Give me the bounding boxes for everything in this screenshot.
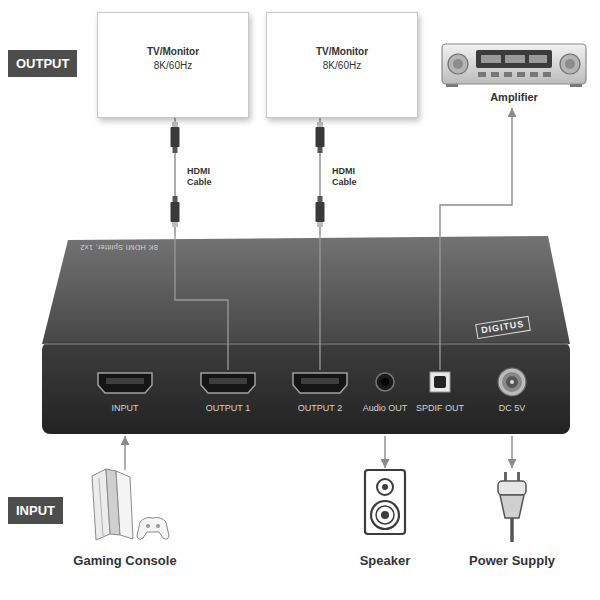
plug-relief <box>318 147 323 153</box>
amp-knob-cap <box>565 59 575 69</box>
console-node: Gaming Console <box>73 470 177 588</box>
tweeter <box>377 479 393 495</box>
spdif-port <box>430 372 450 392</box>
amp-segment <box>505 55 525 63</box>
woofer-ring <box>376 506 394 524</box>
amp-button <box>491 72 499 77</box>
monitor-box: TV/Monitor8K/60Hz <box>97 12 249 118</box>
console-icon <box>92 469 169 540</box>
speaker-box <box>365 470 405 534</box>
amp-button <box>517 72 525 77</box>
amplifier-node: Amplifier <box>436 40 592 108</box>
arrow-connector <box>511 436 512 468</box>
plug-cable <box>510 518 514 542</box>
hdmi-port <box>98 373 152 393</box>
plug-relief <box>173 196 178 202</box>
audio-jack <box>376 373 394 391</box>
device-name: Amplifier <box>436 90 592 104</box>
hdmi-port <box>293 373 347 393</box>
plug-tip <box>317 122 323 127</box>
plug-head <box>316 127 325 147</box>
arrow-connector <box>384 436 385 468</box>
amp-knob <box>448 54 468 74</box>
arrow-connector <box>440 108 512 236</box>
amp-display <box>476 50 552 68</box>
hdmi-port-tongue <box>209 378 247 384</box>
hdmi-plug <box>316 122 325 227</box>
controller-stick <box>146 524 150 528</box>
amp-button <box>504 72 512 77</box>
splitter-bevel <box>44 344 568 345</box>
section-label: INPUT <box>16 503 55 518</box>
resolution-spec: 8K/60Hz <box>154 59 192 73</box>
amplifier-icon <box>442 44 586 87</box>
controller-stick <box>156 524 160 528</box>
port-label: OUTPUT 2 <box>298 403 342 414</box>
speaker-node: Speaker <box>341 468 429 570</box>
amp-segment <box>529 55 547 63</box>
spdif-port-hole <box>434 376 446 388</box>
plug-relief <box>318 196 323 202</box>
plug-head <box>171 127 180 147</box>
plug-body <box>500 495 524 518</box>
port-label: OUTPUT 1 <box>206 403 250 414</box>
monitor-box: TV/Monitor8K/60Hz <box>266 12 418 118</box>
plug-head <box>171 202 180 222</box>
port-label: DC 5V <box>499 403 526 414</box>
amp-chassis <box>442 44 586 84</box>
amp-button <box>530 72 538 77</box>
section-label: OUTPUT <box>16 56 69 71</box>
cable-line <box>175 236 228 370</box>
plug-head <box>498 481 526 495</box>
plug-relief <box>173 147 178 153</box>
hdmi-plug <box>171 122 180 227</box>
device-name: Speaker <box>341 552 429 570</box>
amp-segment <box>481 55 501 63</box>
device-name: TV/Monitor <box>316 45 368 59</box>
device-name: Gaming Console <box>73 552 177 570</box>
power-node: Power Supply <box>468 468 556 588</box>
section-tag: OUTPUT <box>8 50 77 77</box>
dc-jack-inner <box>506 376 518 388</box>
resolution-spec: 8K/60Hz <box>323 59 361 73</box>
audio-jack-hole <box>381 378 389 386</box>
plug-head <box>316 202 325 222</box>
dc-jack-ring <box>502 372 522 392</box>
port-label: SPDIF OUT <box>416 403 464 414</box>
hdmi-port <box>201 373 255 393</box>
console-slab <box>116 471 133 539</box>
tweeter-cap <box>382 484 388 490</box>
section-tag: INPUT <box>8 497 63 524</box>
device-name: Power Supply <box>468 552 556 570</box>
plug-tip <box>317 222 323 227</box>
device-name: TV/Monitor <box>147 45 199 59</box>
woofer <box>371 501 399 529</box>
console-stripe <box>99 478 103 536</box>
port-label: Audio OUT <box>363 403 408 414</box>
arrow-connector <box>124 436 125 470</box>
amp-button <box>543 72 551 77</box>
port-label: INPUT <box>112 403 139 414</box>
amp-button <box>478 72 486 77</box>
dc-jack <box>498 368 526 396</box>
cable-label: HDMI Cable <box>332 166 366 188</box>
amp-knob-cap <box>453 59 463 69</box>
cable-line <box>439 236 440 370</box>
plug-tip <box>172 122 178 127</box>
splitter-front <box>42 342 570 434</box>
amp-knob <box>560 54 580 74</box>
woofer-cap <box>381 511 389 519</box>
dc-jack-pin <box>510 380 514 384</box>
speaker-icon <box>365 470 405 534</box>
hdmi-port-tongue <box>301 378 339 384</box>
plug-tip <box>172 222 178 227</box>
cable-label: HDMI Cable <box>187 166 221 188</box>
power-plug-icon <box>498 472 526 542</box>
hdmi-port-tongue <box>106 378 144 384</box>
model-name: 8K HDMI Splitter, 1x2 <box>80 243 158 252</box>
splitter-top <box>42 236 570 344</box>
cable-line <box>319 236 320 370</box>
controller <box>137 518 169 540</box>
